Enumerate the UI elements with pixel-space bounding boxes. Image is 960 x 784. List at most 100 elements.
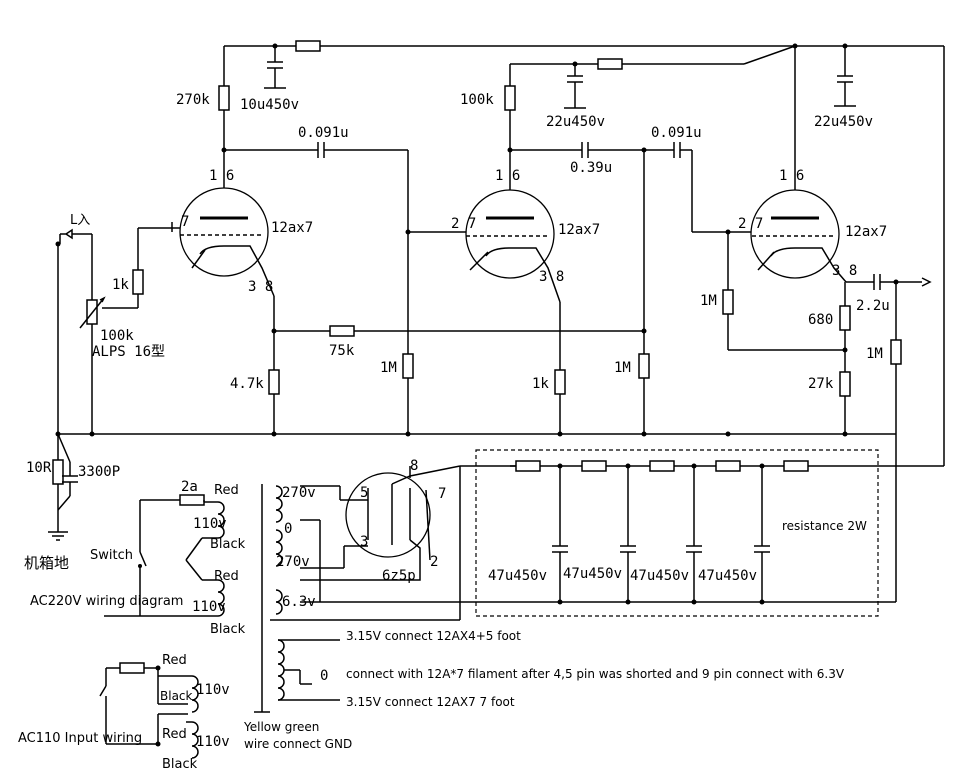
resistor-b-plus-1 <box>295 40 321 52</box>
stage-1 <box>102 46 644 434</box>
power-transformer <box>104 484 340 713</box>
resistor-10r <box>52 459 64 485</box>
label-rect-8: 8 <box>410 458 418 474</box>
label-resistance-2w: resistance 2W <box>782 519 867 533</box>
label-v1-pins-16: 1 6 <box>209 168 234 184</box>
label-270k: 270k <box>176 92 210 108</box>
label-ac110-red-1: Red <box>162 653 187 668</box>
resistor-1m-c <box>722 289 734 315</box>
label-chassis-ground: 机箱地 <box>24 554 69 572</box>
label-tube-v2: 12ax7 <box>558 222 600 238</box>
label-gnd-note-1: Yellow green <box>243 720 319 734</box>
label-black-2: Black <box>210 622 246 637</box>
label-filament-note: connect with 12A*7 filament after 4,5 pi… <box>346 667 845 681</box>
label-270v-a: 270v <box>282 485 316 501</box>
resistor-100k <box>504 85 516 111</box>
input-section <box>55 228 106 434</box>
resistor-b-plus-2 <box>597 58 623 70</box>
label-v2-pins-16: 1 6 <box>495 168 520 184</box>
label-fuse-2a: 2a <box>181 479 198 495</box>
label-ac220: AC220V wiring diagram <box>30 594 183 609</box>
tube-v3 <box>750 189 840 279</box>
label-6-3v: 6.3v <box>282 594 316 610</box>
resistor-680 <box>839 305 851 331</box>
label-switch: Switch <box>90 548 133 563</box>
label-v1-pin-7: 7 <box>181 214 189 230</box>
label-filament-0: 0 <box>320 668 328 684</box>
label-rect-name: 6z5p <box>382 568 416 584</box>
resistor-1m-a <box>402 353 414 379</box>
resistor-270k <box>218 85 230 111</box>
resistor-4-7k <box>268 369 280 395</box>
label-tube-v1: 12ax7 <box>271 220 313 236</box>
label-1m-c: 1M <box>700 293 717 309</box>
filter-resistor-5 <box>783 460 809 472</box>
label-039u: 0.39u <box>570 160 612 176</box>
filter-section <box>300 434 897 617</box>
label-v2-pins-27: 2 7 <box>451 216 476 232</box>
filter-resistor-3 <box>649 460 675 472</box>
label-4-7k: 4.7k <box>230 376 264 392</box>
label-v3-pins-27: 2 7 <box>738 216 763 232</box>
tube-v1 <box>179 187 269 277</box>
rectifier-6z5p <box>345 472 431 558</box>
ground-bus <box>48 431 896 541</box>
resistor-1m-b <box>638 353 650 379</box>
label-22u-a: 22u450v <box>546 114 605 130</box>
resistor-1k-b <box>554 369 566 395</box>
output-jack-icon <box>921 277 932 287</box>
label-ac110-red-2: Red <box>162 727 187 742</box>
input-jack-icon <box>60 228 73 240</box>
label-0091u-a: 0.091u <box>298 125 349 141</box>
filter-resistor-1 <box>515 460 541 472</box>
label-v2-pins-38: 3 8 <box>539 269 564 285</box>
label-v1-pins-38: 3 8 <box>248 279 273 295</box>
stage-3 <box>722 46 932 434</box>
label-rect-5: 5 <box>360 485 368 501</box>
label-ac110-110v-2: 110v <box>196 734 230 750</box>
label-ac110-black-1: Black <box>160 689 193 703</box>
label-filament-1: 3.15V connect 12AX4+5 foot <box>346 629 521 643</box>
resistor-75k <box>329 325 355 337</box>
label-cap-f2: 47u450v <box>563 566 622 582</box>
fuse-ac110 <box>119 662 145 674</box>
label-0091u-b: 0.091u <box>651 125 702 141</box>
label-rect-7: 7 <box>438 486 446 502</box>
label-75k: 75k <box>329 343 355 359</box>
ac110-wiring <box>99 662 199 759</box>
label-tube-v3: 12ax7 <box>845 224 887 240</box>
label-pot-model: ALPS 16型 <box>92 344 165 360</box>
filter-board-outline <box>475 449 879 617</box>
label-110v-2: 110v <box>192 599 226 615</box>
label-pot-100k: 100k <box>100 328 134 344</box>
label-sec-0: 0 <box>284 521 292 537</box>
label-red-2: Red <box>214 569 239 584</box>
label-1k-b: 1k <box>532 376 549 392</box>
label-2-2u: 2.2u <box>856 298 890 314</box>
filter-resistor-4 <box>715 460 741 472</box>
label-ac110: AC110 Input wiring <box>18 731 142 746</box>
label-red-1: Red <box>214 483 239 498</box>
filter-resistor-2 <box>581 460 607 472</box>
label-1m-out: 1M <box>866 346 883 362</box>
label-3300p: 3300P <box>78 464 120 480</box>
label-270v-b: 270v <box>276 554 310 570</box>
tube-v2 <box>465 189 555 279</box>
label-22u-b: 22u450v <box>814 114 873 130</box>
resistor-27k <box>839 371 851 397</box>
label-1m-b: 1M <box>614 360 631 376</box>
label-ac110-black-2: Black <box>162 757 198 772</box>
label-rect-2: 2 <box>430 554 438 570</box>
fuse-2a <box>179 494 205 506</box>
label-1m-a: 1M <box>380 360 397 376</box>
labels: 270k 10u450v 0.091u 1 6 7 12ax7 3 8 L入 1… <box>18 92 890 772</box>
label-v3-pins-38: 3 8 <box>832 263 857 279</box>
resistor-1m-out <box>890 339 902 365</box>
label-rect-3: 3 <box>360 534 368 550</box>
label-cap-f1: 47u450v <box>488 568 547 584</box>
label-v3-pins-16: 1 6 <box>779 168 804 184</box>
label-gnd-note-2: wire connect GND <box>244 737 352 751</box>
label-ac110-110v-1: 110v <box>196 682 230 698</box>
label-1k-grid: 1k <box>112 277 129 293</box>
